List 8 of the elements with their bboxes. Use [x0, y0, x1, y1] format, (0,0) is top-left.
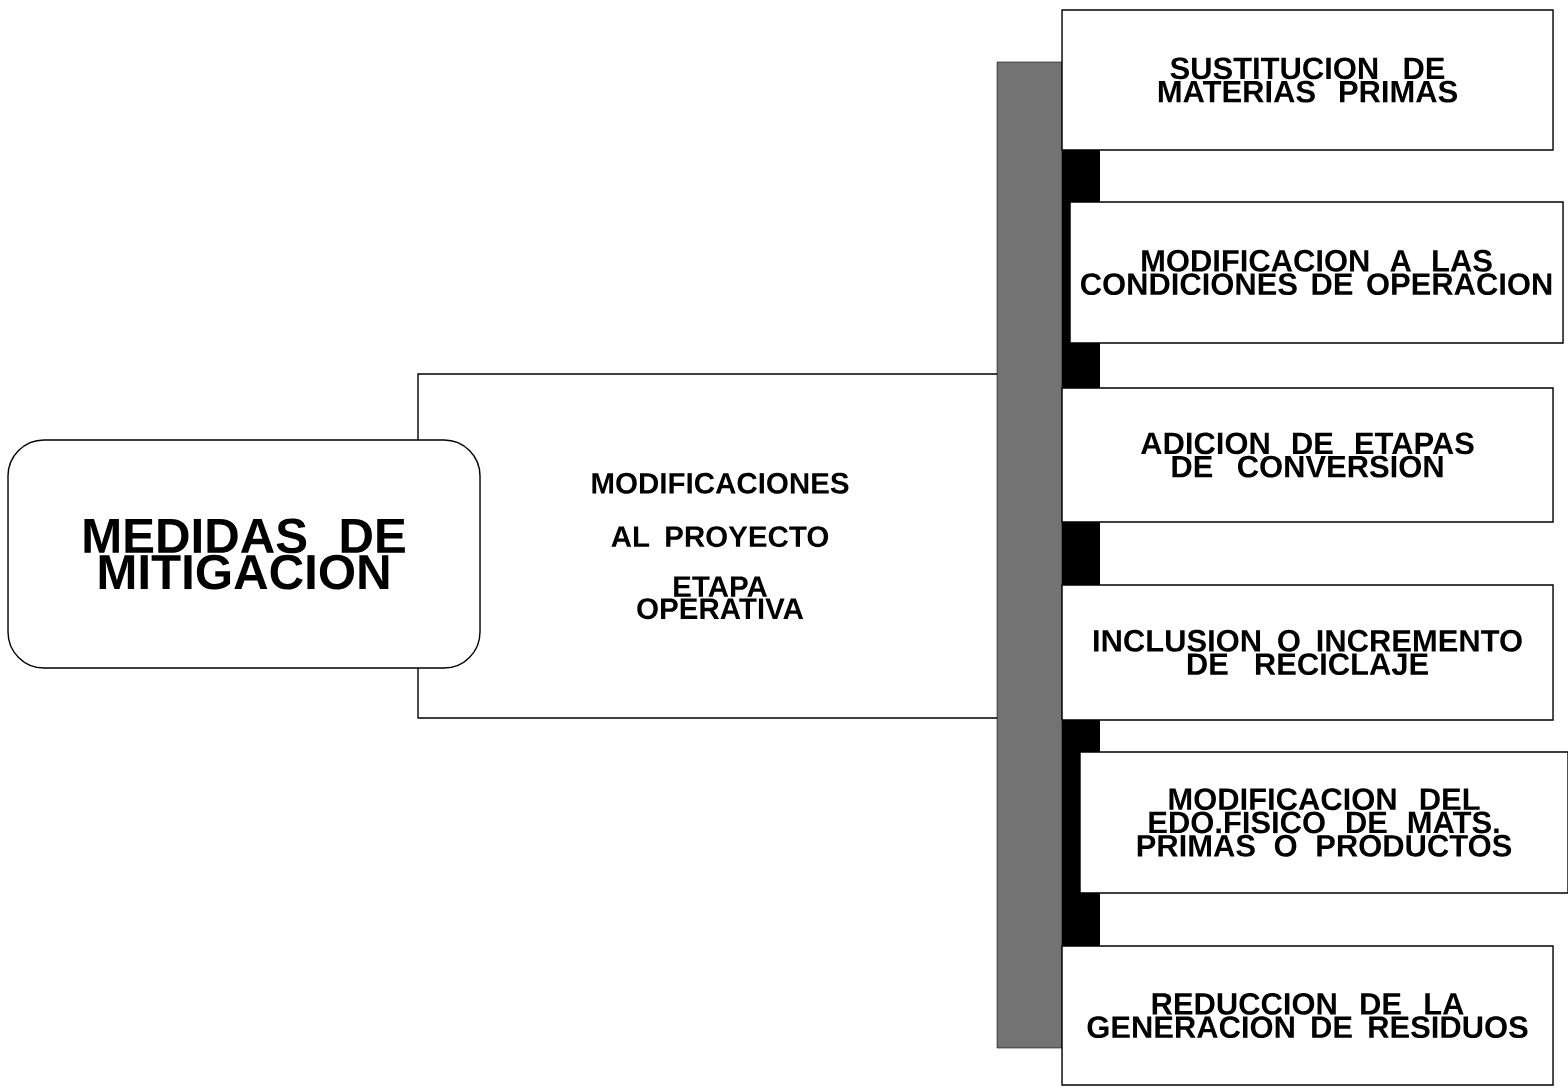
- process-box: INCLUSION O INCREMENTO DE RECICLAJE: [1061, 584, 1554, 721]
- vertical-bar: [996, 61, 1063, 1049]
- process-box: ADICION DE ETAPAS DE CONVERSION: [1061, 387, 1554, 523]
- process-box: MODIFICACION DEL EDO.FISICO DE MATS. PRIMAS O PRODUCTOS: [1079, 751, 1568, 894]
- rounded-box: MEDIDAS DE MITIGACION: [7, 439, 481, 669]
- process-box: MODIFICACION A LAS CONDICIONES DE OPERACION: [1069, 201, 1564, 344]
- process-box: REDUCCION DE LA GENERACION DE RESIDUOS: [1061, 945, 1554, 1086]
- process-box: SUSTITUCION DE MATERIAS PRIMAS: [1061, 9, 1554, 151]
